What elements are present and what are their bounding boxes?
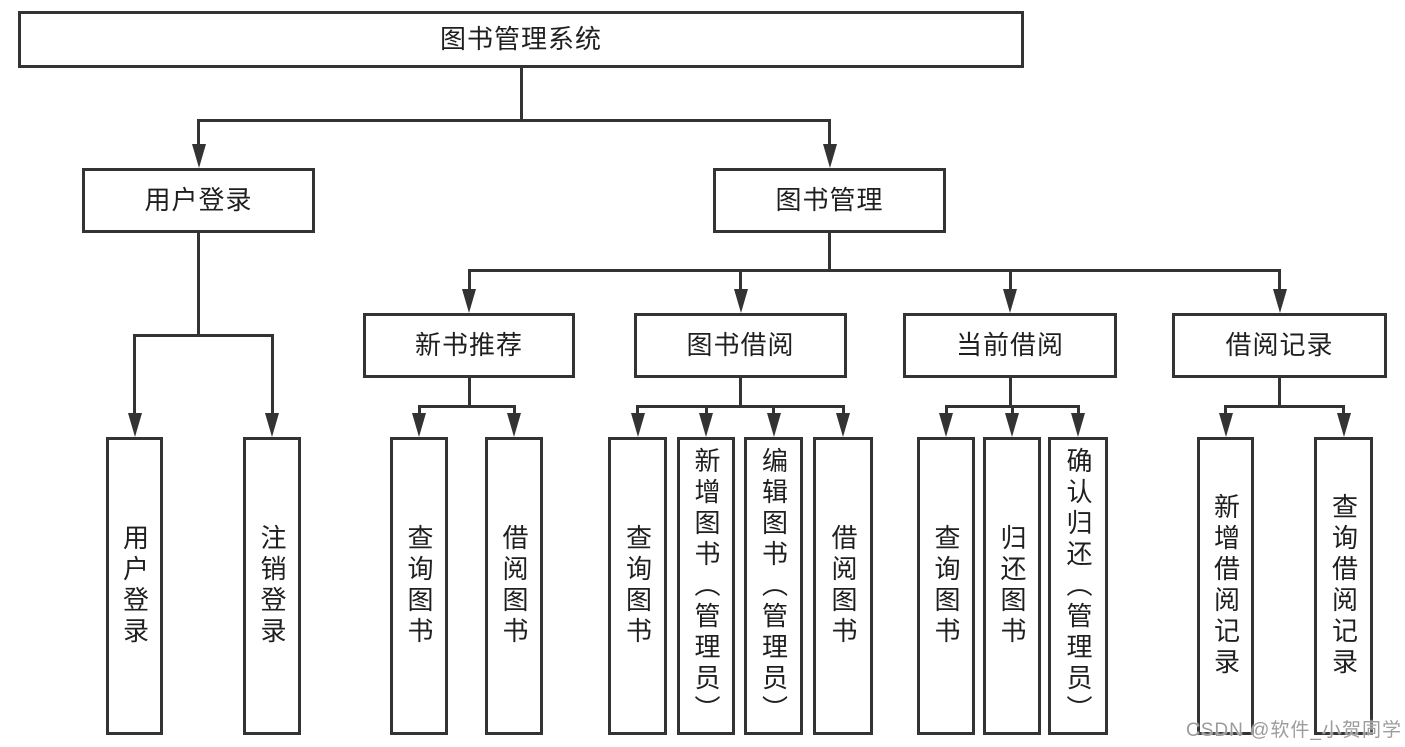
connector-bus-root — [197, 118, 831, 122]
connector-stub-book-mgmt — [828, 233, 831, 272]
connector-stub-borrow-record — [1278, 378, 1281, 408]
node-label: 归还图书 — [997, 524, 1027, 648]
node-label: 图书管理系统 — [439, 24, 602, 55]
connector-bus-user-login — [133, 333, 274, 337]
connector-drop-leaf-user-login — [133, 335, 136, 419]
arrow-down-icon — [836, 413, 850, 437]
connector-stub-user-login — [197, 233, 200, 337]
arrow-down-icon — [127, 413, 142, 437]
node-label: 查询借阅记录 — [1328, 493, 1359, 679]
node-label: 新增图书（管理员） — [691, 446, 721, 726]
arrow-down-icon — [939, 413, 953, 437]
connector-drop-user-login — [197, 120, 200, 150]
connector-stub-new-book-rec — [467, 378, 471, 408]
arrow-down-icon — [766, 413, 781, 437]
arrow-down-icon — [462, 289, 476, 313]
node-current-borrow: 当前借阅 — [903, 313, 1117, 378]
node-leaf-return-book: 归还图书 — [983, 437, 1041, 735]
connector-drop-leaf-borrow-book-2 — [841, 406, 845, 419]
node-label: 查询图书 — [622, 524, 653, 648]
connector-drop-current-borrow — [1008, 270, 1012, 295]
connector-drop-book-borrow — [739, 270, 742, 295]
node-new-book-rec: 新书推荐 — [363, 313, 575, 378]
connector-stub-root — [519, 68, 523, 122]
node-label: 查询图书 — [404, 524, 434, 648]
node-leaf-query-record: 查询借阅记录 — [1314, 437, 1373, 735]
node-leaf-borrow-book-1: 借阅图书 — [485, 437, 543, 735]
arrow-down-icon — [507, 413, 521, 437]
node-leaf-query-book-2: 查询图书 — [608, 437, 667, 735]
node-user-login: 用户登录 — [82, 168, 315, 233]
node-book-mgmt: 图书管理 — [713, 168, 946, 233]
node-leaf-borrow-book-2: 借阅图书 — [813, 437, 873, 735]
node-leaf-add-record: 新增借阅记录 — [1197, 437, 1254, 735]
node-label: 图书管理 — [775, 185, 884, 216]
node-label: 借阅图书 — [828, 524, 858, 648]
connector-drop-leaf-query-record — [1342, 406, 1345, 419]
node-root: 图书管理系统 — [18, 11, 1024, 68]
connector-bus-new-book-rec — [417, 404, 516, 408]
node-label: 图书借阅 — [686, 330, 795, 361]
node-borrow-record: 借阅记录 — [1172, 313, 1387, 378]
node-label: 查询图书 — [931, 524, 961, 648]
connector-drop-leaf-query-book-1 — [417, 406, 421, 419]
arrow-down-icon — [733, 289, 748, 313]
watermark: CSDN @软件_小贺同学 — [1186, 720, 1402, 741]
node-label: 当前借阅 — [955, 330, 1064, 361]
node-label: 确认归还（管理员） — [1063, 446, 1093, 726]
arrow-down-icon — [630, 413, 645, 437]
node-label: 用户登录 — [119, 524, 150, 648]
connector-bus-borrow-record — [1224, 404, 1345, 408]
arrow-down-icon — [191, 144, 206, 168]
connector-bus-book-mgmt — [467, 268, 1281, 272]
arrow-down-icon — [1071, 413, 1085, 437]
node-label: 借阅记录 — [1225, 330, 1334, 361]
connector-drop-leaf-logout — [270, 335, 274, 419]
node-label: 编辑图书（管理员） — [758, 446, 789, 726]
connector-drop-leaf-query-book-3 — [944, 406, 948, 419]
arrow-down-icon — [1005, 413, 1019, 437]
arrow-down-icon — [1272, 289, 1287, 313]
connector-stub-book-borrow — [739, 378, 742, 408]
connector-drop-leaf-return-book — [1010, 406, 1014, 419]
node-label: 用户登录 — [144, 185, 253, 216]
node-label: 新增借阅记录 — [1210, 493, 1241, 679]
connector-bus-book-borrow — [636, 404, 845, 408]
node-label: 新书推荐 — [414, 330, 523, 361]
arrow-down-icon — [699, 413, 713, 437]
arrow-down-icon — [1336, 413, 1351, 437]
arrow-down-icon — [1218, 413, 1233, 437]
node-leaf-add-book: 新增图书（管理员） — [677, 437, 735, 735]
node-label: 注销登录 — [257, 524, 287, 648]
node-leaf-edit-book: 编辑图书（管理员） — [744, 437, 803, 735]
arrow-down-icon — [412, 413, 426, 437]
arrow-down-icon — [822, 144, 837, 168]
node-leaf-query-book-3: 查询图书 — [917, 437, 975, 735]
node-leaf-query-book-1: 查询图书 — [390, 437, 448, 735]
node-leaf-logout: 注销登录 — [243, 437, 301, 735]
node-leaf-confirm-return: 确认归还（管理员） — [1048, 437, 1108, 735]
connector-drop-leaf-edit-book — [772, 406, 775, 419]
connector-drop-leaf-confirm-return — [1076, 406, 1080, 419]
connector-drop-new-book-rec — [467, 270, 471, 295]
connector-drop-book-mgmt — [828, 120, 831, 150]
connector-drop-leaf-borrow-book-1 — [512, 406, 516, 419]
node-label: 借阅图书 — [499, 524, 529, 648]
connector-drop-leaf-add-book — [704, 406, 708, 419]
connector-drop-borrow-record — [1278, 270, 1281, 295]
arrow-down-icon — [265, 413, 279, 437]
node-book-borrow: 图书借阅 — [634, 313, 847, 378]
connector-drop-leaf-add-record — [1224, 406, 1227, 419]
node-leaf-user-login: 用户登录 — [106, 437, 163, 735]
connector-stub-current-borrow — [1008, 378, 1012, 408]
arrow-down-icon — [1003, 289, 1017, 313]
connector-drop-leaf-query-book-2 — [636, 406, 639, 419]
